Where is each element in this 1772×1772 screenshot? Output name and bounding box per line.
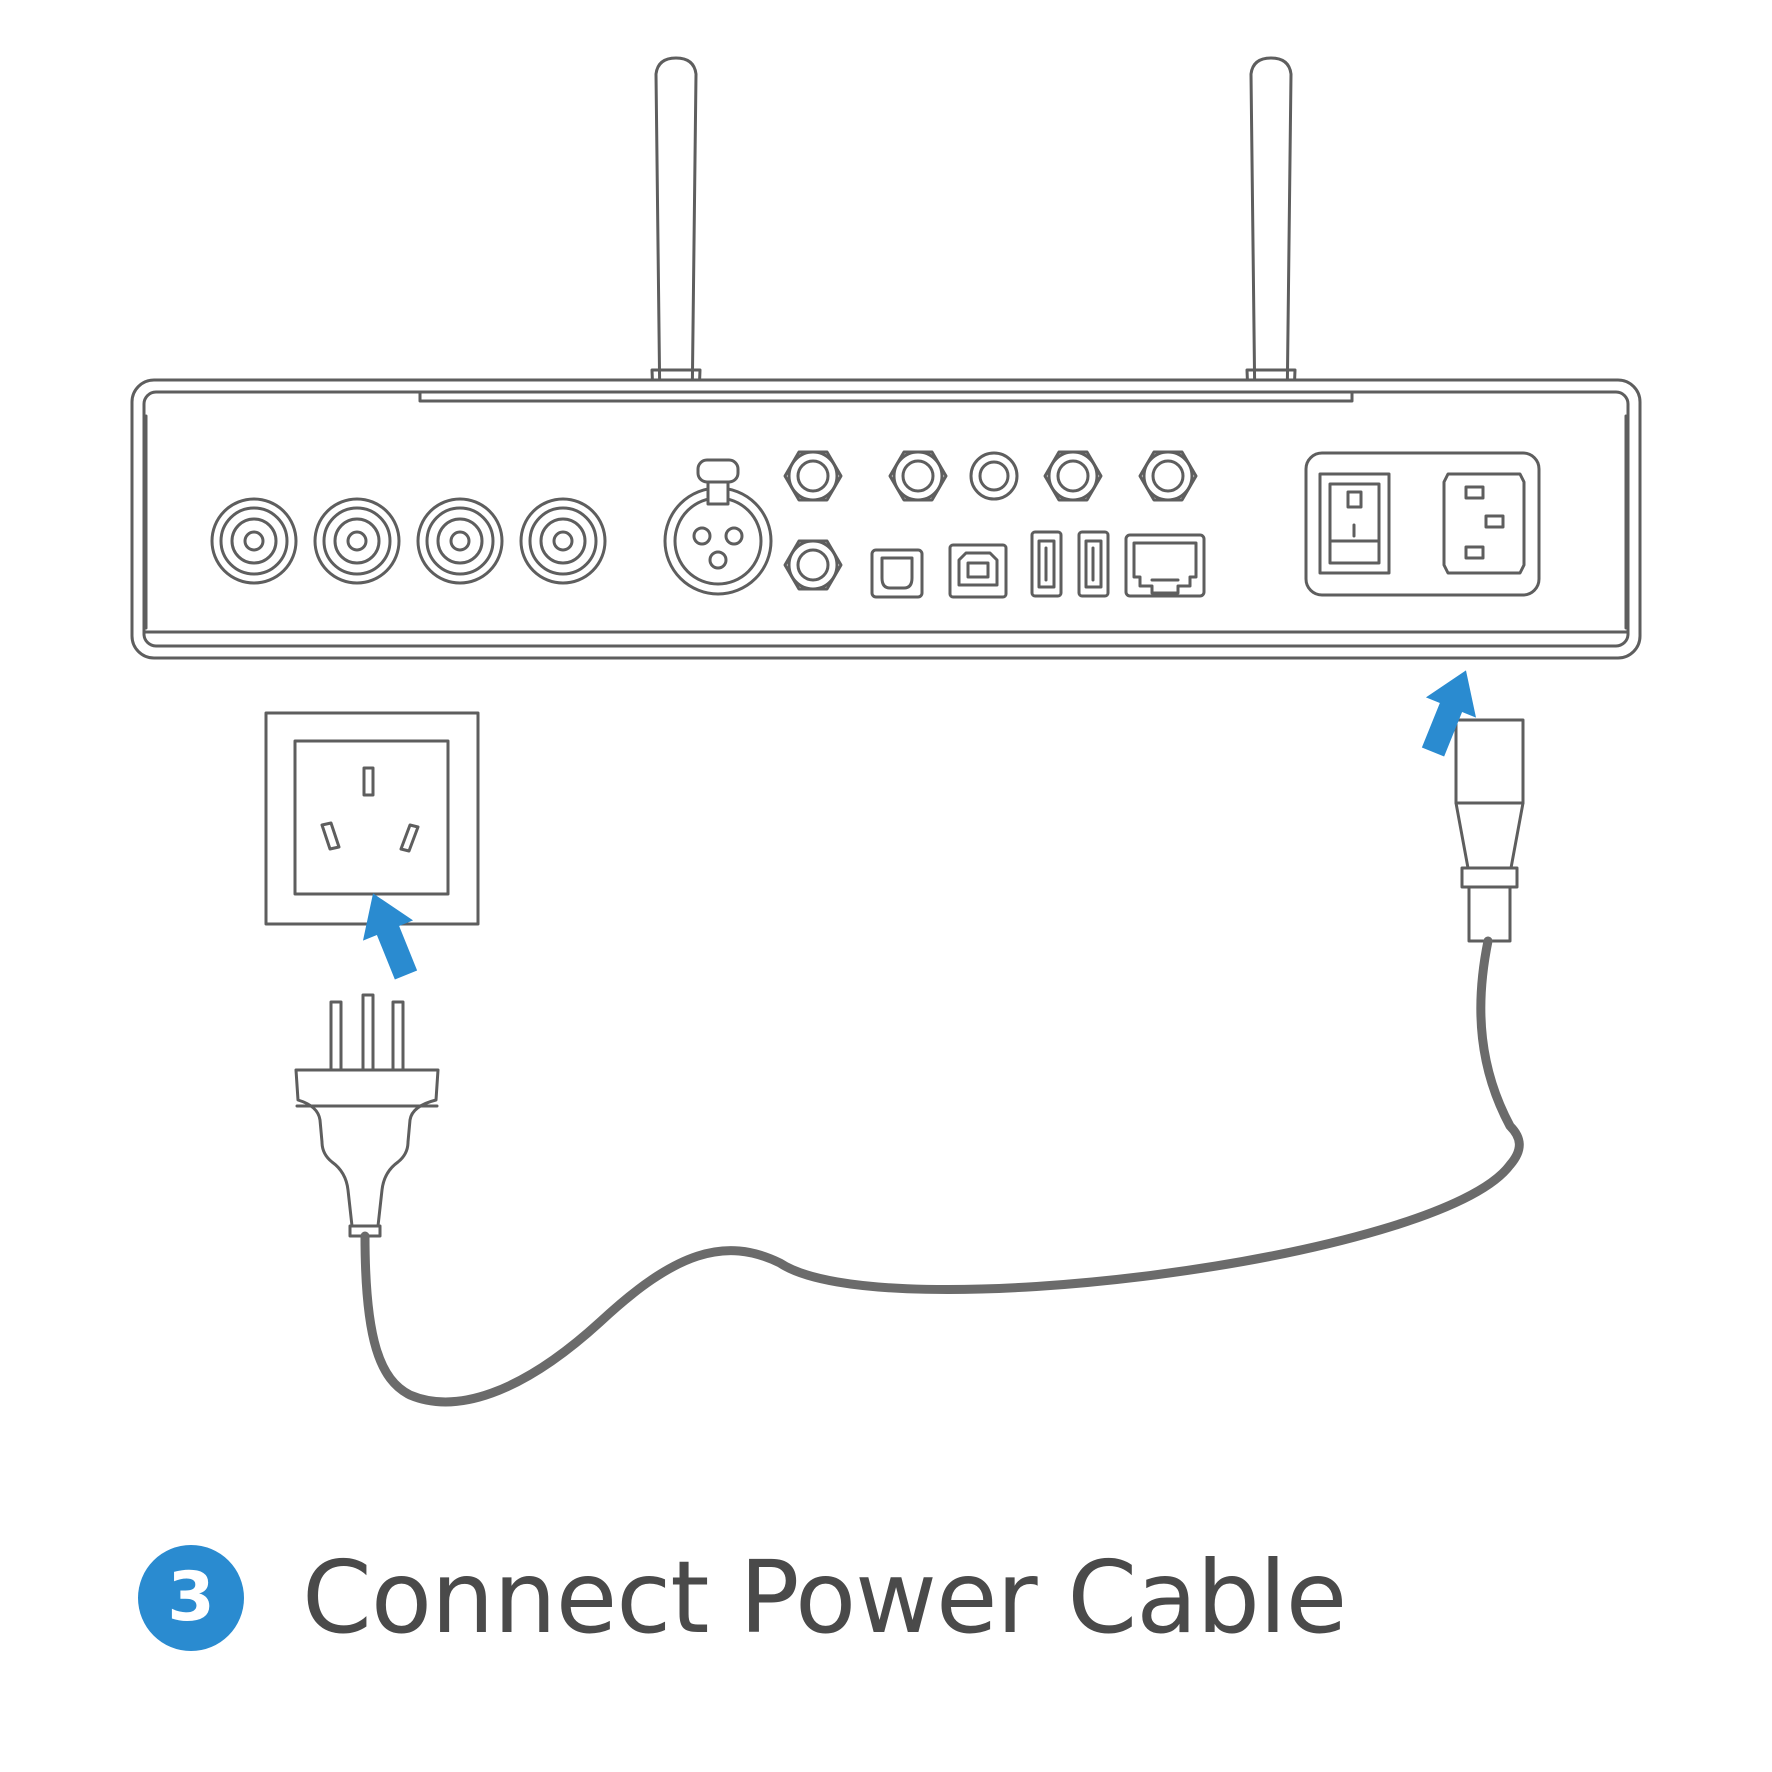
three-pin-mains-plug-icon — [294, 993, 440, 1238]
wall-power-outlet-icon — [264, 711, 480, 926]
xlr-input-icon — [663, 458, 773, 596]
power-cable — [360, 936, 1524, 1407]
power-inlet-module — [1304, 451, 1541, 597]
audio-streamer-rear-panel-icon — [130, 378, 1642, 660]
hex-rca-jack-4 — [1138, 450, 1198, 502]
rca-output-3 — [416, 497, 504, 585]
rca-output-4 — [519, 497, 607, 585]
step-caption: 3 Connect Power Cable — [138, 1538, 1347, 1658]
hex-rca-jack-1 — [783, 450, 843, 502]
small-jack — [969, 451, 1019, 501]
optical-port-icon — [870, 548, 924, 599]
step-number-badge: 3 — [138, 1545, 244, 1651]
hex-rca-jack-2 — [888, 450, 948, 502]
step-title: Connect Power Cable — [302, 1539, 1347, 1656]
hex-rca-jack-3 — [1043, 450, 1103, 502]
iec-c13-connector-icon — [1454, 718, 1525, 943]
coaxial-jack — [783, 539, 843, 591]
rca-output-2 — [313, 497, 401, 585]
rca-output-1 — [210, 497, 298, 585]
usb-a-port-2-icon — [1077, 530, 1110, 598]
blue-insert-arrow-icon — [362, 670, 1477, 980]
ethernet-port-icon — [1124, 533, 1206, 598]
usb-b-port-icon — [948, 543, 1008, 599]
usb-a-port-1-icon — [1030, 530, 1063, 598]
